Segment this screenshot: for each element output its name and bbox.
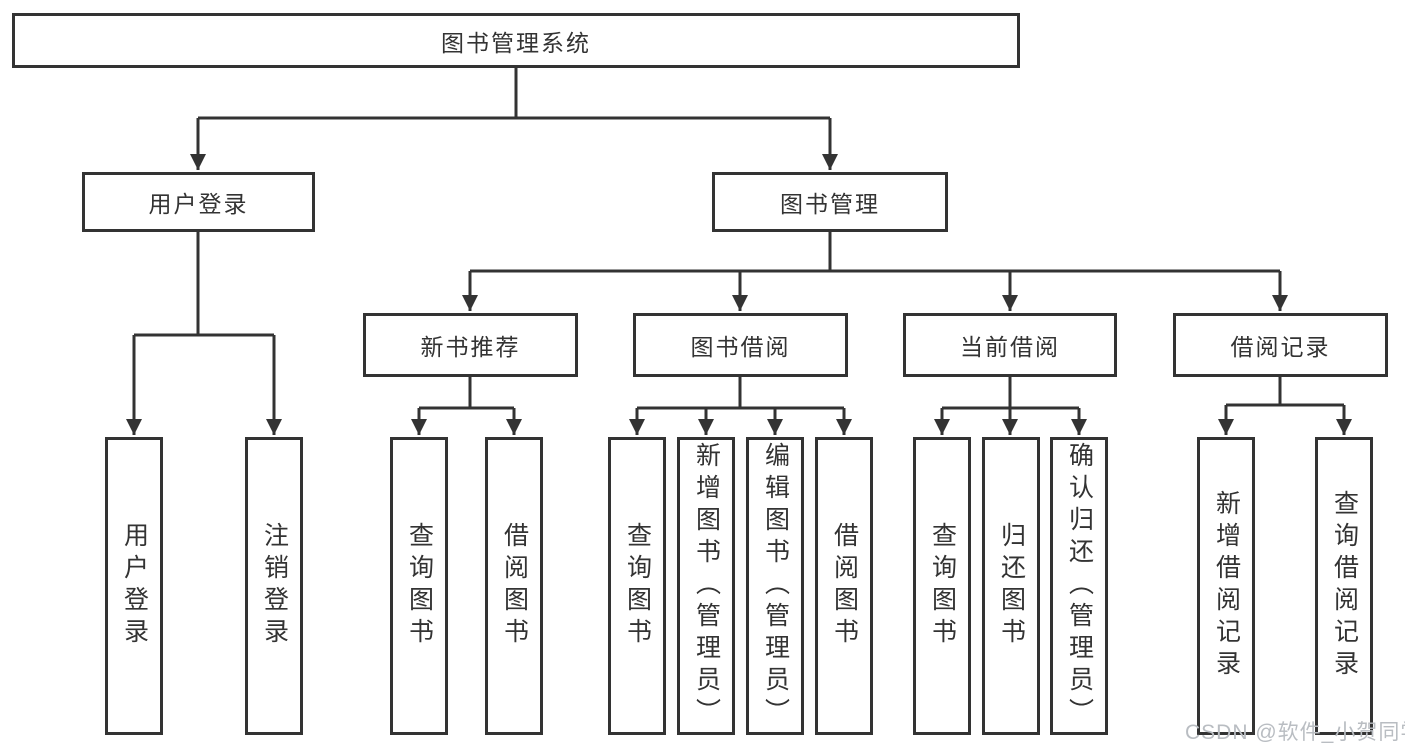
leaf-cb-return-books: 归还图书 xyxy=(982,437,1040,735)
leaf-bb-add-books: 新增图书（管理员） xyxy=(677,437,735,735)
leaf-user-login-label: 用户登录 xyxy=(120,522,149,650)
leaf-logout-label: 注销登录 xyxy=(260,522,289,650)
node-current-borrow: 当前借阅 xyxy=(903,313,1117,377)
node-new-book-recommend: 新书推荐 xyxy=(363,313,578,377)
node-book-management: 图书管理 xyxy=(712,172,948,232)
leaf-nb-query-books-label: 查询图书 xyxy=(405,522,434,650)
leaf-bb-borrow-books-label: 借阅图书 xyxy=(830,522,859,650)
node-borrow-records-label: 借阅记录 xyxy=(1230,334,1331,360)
node-root-label: 图书管理系统 xyxy=(441,29,591,56)
leaf-logout: 注销登录 xyxy=(245,437,303,735)
node-user-login: 用户登录 xyxy=(82,172,315,232)
leaf-bb-edit-books: 编辑图书（管理员） xyxy=(746,437,804,735)
leaf-cb-confirm-return-label: 确认归还（管理员） xyxy=(1065,442,1094,730)
leaf-nb-query-books: 查询图书 xyxy=(390,437,448,735)
node-user-login-label: 用户登录 xyxy=(148,191,249,217)
node-new-book-recommend-label: 新书推荐 xyxy=(420,334,521,360)
leaf-cb-return-books-label: 归还图书 xyxy=(997,522,1026,650)
leaf-bb-borrow-books: 借阅图书 xyxy=(815,437,873,735)
node-book-management-label: 图书管理 xyxy=(780,191,880,217)
node-root: 图书管理系统 xyxy=(12,13,1020,68)
leaf-br-add-record: 新增借阅记录 xyxy=(1197,437,1255,735)
leaf-bb-add-books-label: 新增图书（管理员） xyxy=(692,442,721,730)
leaf-cb-confirm-return: 确认归还（管理员） xyxy=(1050,437,1108,735)
leaf-user-login: 用户登录 xyxy=(105,437,163,735)
node-current-borrow-label: 当前借阅 xyxy=(960,334,1060,360)
leaf-cb-query-books: 查询图书 xyxy=(913,437,971,735)
leaf-cb-query-books-label: 查询图书 xyxy=(928,522,957,650)
leaf-br-query-record: 查询借阅记录 xyxy=(1315,437,1373,735)
node-borrow-records: 借阅记录 xyxy=(1173,313,1388,377)
leaf-bb-query-books: 查询图书 xyxy=(608,437,666,735)
leaf-br-query-record-label: 查询借阅记录 xyxy=(1330,490,1359,682)
leaf-nb-borrow-books-label: 借阅图书 xyxy=(500,522,529,650)
node-book-borrow: 图书借阅 xyxy=(633,313,848,377)
csdn-watermark: CSDN @软件_小贺同学 xyxy=(1185,721,1405,744)
leaf-br-add-record-label: 新增借阅记录 xyxy=(1212,490,1241,682)
leaf-bb-query-books-label: 查询图书 xyxy=(623,522,652,650)
leaf-bb-edit-books-label: 编辑图书（管理员） xyxy=(761,442,790,730)
node-book-borrow-label: 图书借阅 xyxy=(690,334,791,360)
leaf-nb-borrow-books: 借阅图书 xyxy=(485,437,543,735)
